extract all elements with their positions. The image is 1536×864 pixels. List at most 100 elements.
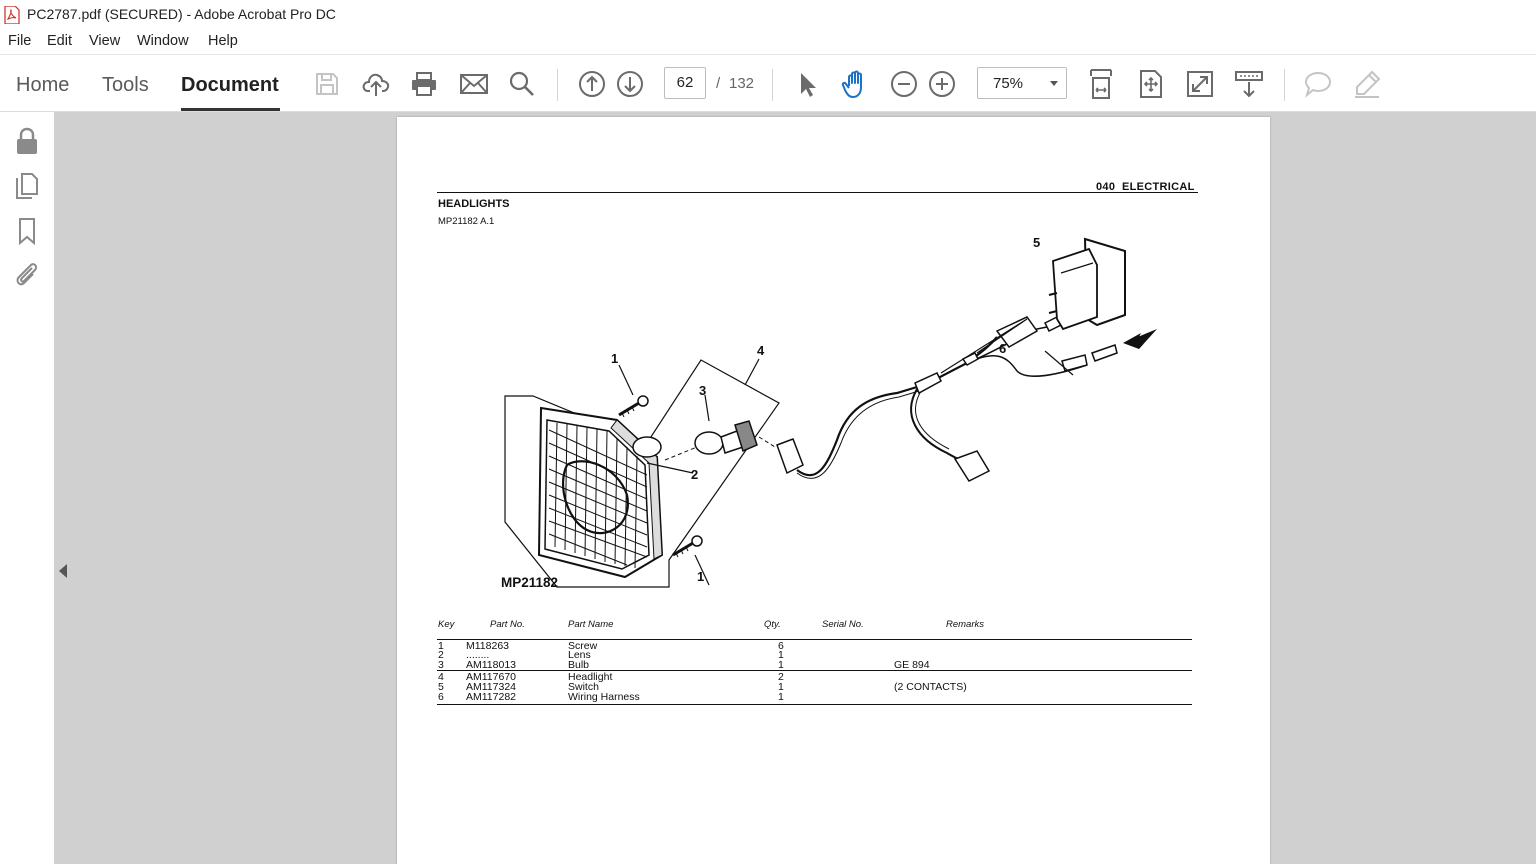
cell-key: 2 [438, 649, 444, 661]
view-direction-arrow [1123, 329, 1157, 349]
select-tool-button[interactable] [790, 67, 824, 101]
col-header-remarks: Remarks [946, 619, 985, 630]
cell-key: 1 [438, 640, 444, 652]
next-page-button[interactable] [613, 67, 647, 101]
email-button[interactable] [457, 67, 491, 101]
cell-key: 5 [438, 681, 444, 693]
full-screen-button[interactable] [1183, 67, 1217, 101]
next-page-icon [617, 71, 643, 97]
highlight-button[interactable] [1350, 67, 1384, 101]
cell-part-no: AM117324 [466, 681, 517, 693]
hand-tool-icon [841, 70, 862, 98]
attachments-button[interactable] [13, 260, 41, 288]
figure-reference: MP21182 A.1 [438, 216, 495, 227]
upload-button[interactable] [359, 67, 393, 101]
cell-remarks: (2 CONTACTS) [894, 681, 967, 693]
zoom-value: 75% [993, 75, 1024, 92]
comment-icon [1304, 71, 1332, 98]
print-button[interactable] [407, 67, 441, 101]
col-header-part-name: Part Name [568, 619, 614, 630]
page-thumbnails-button[interactable] [13, 172, 41, 200]
callout-5: 5 [1033, 235, 1040, 250]
page-title: HEADLIGHTS [438, 198, 510, 210]
upload-cloud-icon [362, 73, 390, 96]
zoom-dropdown[interactable]: 75% [977, 67, 1067, 99]
tab-document[interactable]: Document [181, 74, 279, 96]
figure-label: MP21182 [501, 575, 558, 590]
tab-tools[interactable]: Tools [102, 74, 149, 96]
scroll-mode-icon [1235, 71, 1263, 98]
scroll-mode-button[interactable] [1232, 67, 1266, 101]
cell-part-no: M118263 [466, 640, 510, 652]
active-tab-indicator [181, 108, 280, 111]
menu-help[interactable]: Help [208, 33, 238, 49]
menu-bar: File Edit View Window Help [0, 30, 1536, 54]
cell-key: 4 [438, 671, 444, 683]
wiring-harness [776, 315, 1118, 482]
bookmarks-button[interactable] [13, 217, 41, 245]
switch [1048, 237, 1126, 331]
zoom-out-icon [891, 71, 917, 97]
left-navigation-panel [0, 112, 55, 864]
cell-part-name: Screw [568, 640, 598, 652]
save-button[interactable] [310, 67, 344, 101]
table-mid-rule [437, 670, 1192, 671]
previous-page-button[interactable] [575, 67, 609, 101]
table-bottom-rule [437, 704, 1192, 705]
menu-window[interactable]: Window [137, 33, 189, 49]
screw-top [618, 395, 649, 418]
chevron-down-icon [1050, 81, 1058, 86]
cell-qty: 1 [778, 691, 784, 703]
pdf-file-icon [4, 6, 20, 24]
save-icon [316, 73, 338, 95]
fit-width-icon [1140, 70, 1162, 98]
search-icon [509, 71, 534, 96]
panel-collapse-arrow-icon[interactable] [59, 564, 67, 578]
comment-button[interactable] [1301, 67, 1335, 101]
menu-view[interactable]: View [89, 33, 121, 49]
fit-page-button[interactable] [1084, 67, 1118, 101]
toolbar-divider [1284, 69, 1285, 101]
attachment-icon [16, 263, 38, 286]
window-title: PC2787.pdf (SECURED) - Adobe Acrobat Pro… [27, 6, 336, 22]
security-button[interactable] [13, 127, 41, 155]
cell-part-no: ........ [466, 649, 490, 661]
fit-page-icon [1090, 69, 1112, 99]
cell-part-no: AM117282 [466, 691, 517, 703]
email-icon [460, 74, 488, 94]
toolbar-divider [557, 69, 558, 101]
toolbar-divider [772, 69, 773, 101]
cell-key: 3 [438, 659, 444, 671]
lock-icon [17, 127, 37, 154]
hand-tool-button[interactable] [839, 67, 873, 101]
print-icon [412, 72, 436, 96]
menu-edit[interactable]: Edit [47, 33, 72, 49]
zoom-in-button[interactable] [925, 67, 959, 101]
full-screen-icon [1187, 71, 1213, 97]
header-rule [437, 192, 1198, 193]
zoom-in-icon [929, 71, 955, 97]
pdf-page: 040 ELECTRICAL HEADLIGHTS MP21182 A.1 [397, 117, 1270, 864]
col-header-serial-no: Serial No. [822, 619, 864, 630]
callout-6: 6 [999, 341, 1006, 356]
callout-3: 3 [699, 383, 706, 398]
col-header-key: Key [438, 619, 455, 630]
bookmark-icon [19, 218, 35, 245]
menu-file[interactable]: File [8, 33, 32, 49]
pages-icon [16, 173, 38, 199]
headlight-lamp [537, 406, 664, 579]
fit-width-button[interactable] [1134, 67, 1168, 101]
callout-1: 1 [611, 351, 618, 366]
page-total: 132 [729, 75, 755, 92]
title-bar: PC2787.pdf (SECURED) - Adobe Acrobat Pro… [0, 0, 1536, 30]
cell-qty: 1 [778, 681, 784, 693]
page-number-input[interactable]: 62 [664, 67, 706, 99]
zoom-out-button[interactable] [887, 67, 921, 101]
main-toolbar: Home Tools Document [0, 54, 1536, 112]
highlight-pen-icon [1355, 70, 1381, 98]
search-button[interactable] [505, 67, 539, 101]
tab-home[interactable]: Home [16, 74, 70, 96]
cell-qty: 1 [778, 659, 784, 671]
select-cursor-icon [801, 73, 816, 97]
cell-part-name: Wiring Harness [568, 691, 640, 703]
